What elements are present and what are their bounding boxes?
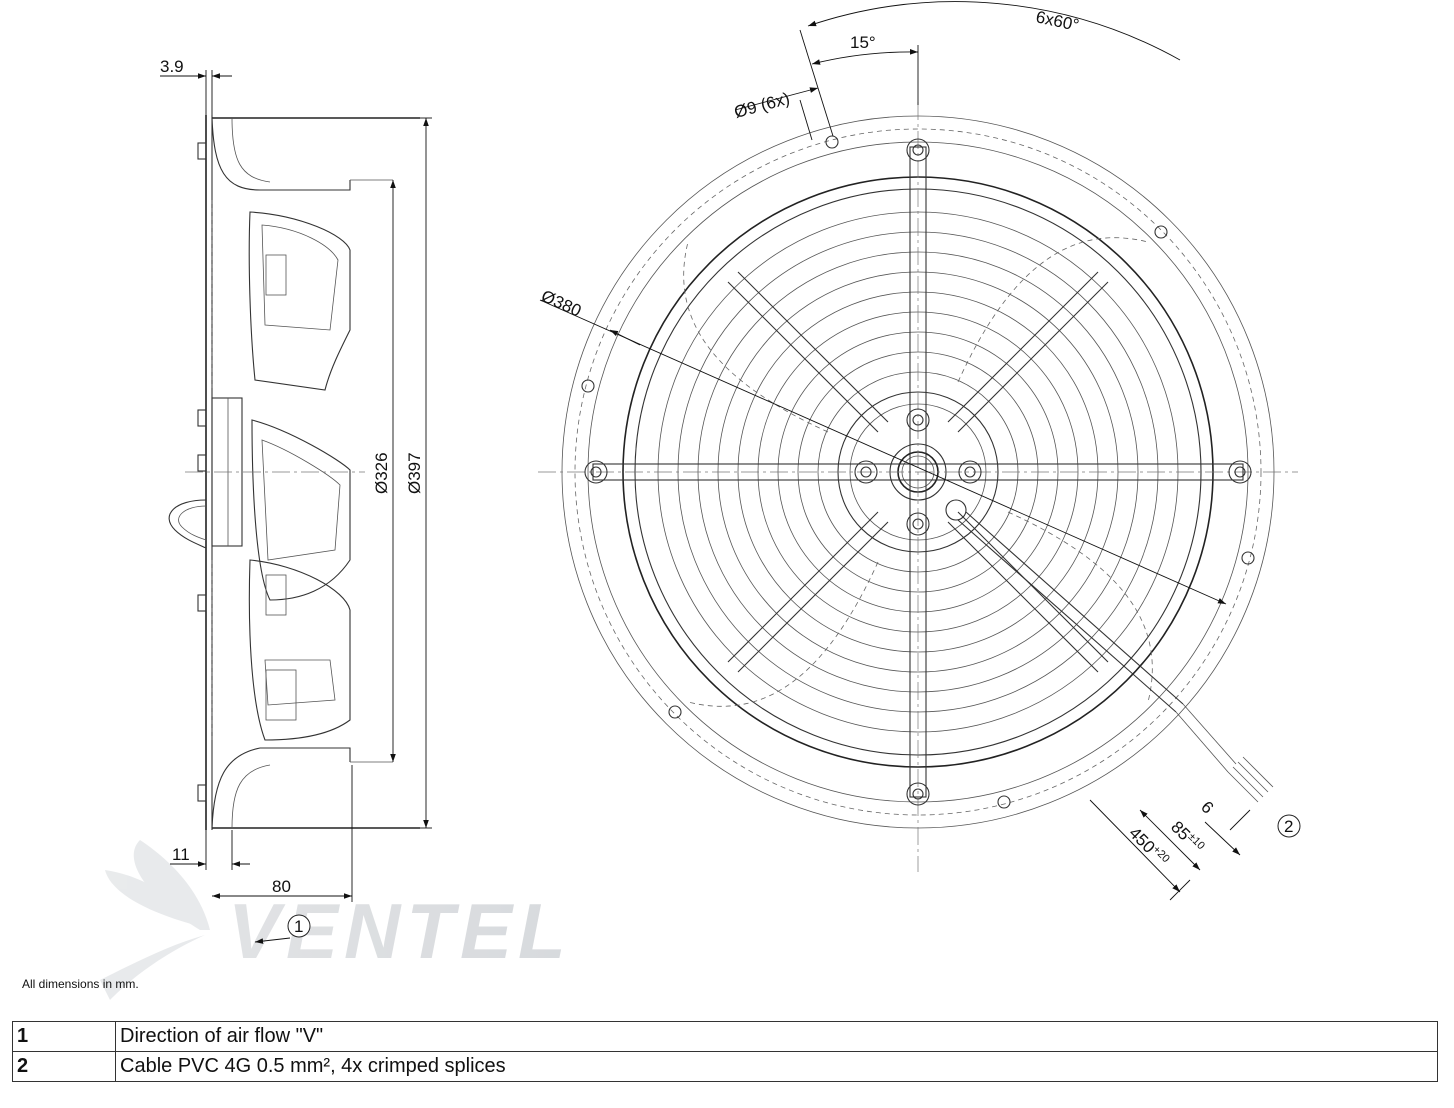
dim-inner-diameter: Ø326 (372, 452, 391, 494)
legend-text: Cable PVC 4G 0.5 mm², 4x crimped splices (115, 1051, 1438, 1082)
legend-table: 1 Direction of air flow "V" 2 Cable PVC … (12, 1021, 1438, 1082)
dim-holes: Ø9 (6x) (732, 89, 792, 122)
watermark-text: VENTEL (228, 887, 572, 975)
callout-1: 1 (294, 917, 303, 936)
dim-pattern: 6x60° (1034, 7, 1081, 35)
callout-2: 2 (1284, 817, 1293, 836)
side-dimensions: 3.9 Ø326 Ø397 11 80 1 (160, 57, 432, 944)
dim-cable-strip: 85±10 (1167, 817, 1207, 857)
legend-number: 2 (12, 1051, 116, 1082)
legend-row: 2 Cable PVC 4G 0.5 mm², 4x crimped splic… (12, 1051, 1438, 1082)
svg-text:85±10: 85±10 (1167, 817, 1207, 857)
dim-outer-diameter: Ø397 (405, 452, 424, 494)
dim-left-offset: 11 (172, 845, 190, 864)
watermark-logo: VENTEL (100, 840, 572, 1000)
front-view (538, 102, 1298, 872)
legend-text: Direction of air flow "V" (115, 1021, 1438, 1052)
technical-drawing: VENTEL (100, 1, 1301, 1000)
svg-text:450+20: 450+20 (1125, 823, 1172, 870)
legend-row: 1 Direction of air flow "V" (12, 1021, 1438, 1052)
callout-2-circle (1277, 814, 1301, 838)
front-dimensions: Ø9 (6x) 15° 6x60° Ø380 450+20 85±10 6 (538, 1, 1301, 901)
callout-1-circle (287, 914, 311, 938)
legend-number: 1 (12, 1021, 116, 1052)
side-view (168, 115, 420, 830)
dim-wire-strip: 6 (1197, 797, 1217, 817)
dim-side-offset: 3.9 (160, 57, 184, 76)
dim-bolt-circle: Ø380 (538, 286, 584, 320)
dimension-note: All dimensions in mm. (22, 977, 139, 991)
dim-depth: 80 (272, 877, 291, 896)
watermark-fan-icon (100, 840, 210, 1000)
dim-cable-length: 450+20 (1125, 823, 1172, 870)
dim-angle: 15° (850, 33, 876, 52)
